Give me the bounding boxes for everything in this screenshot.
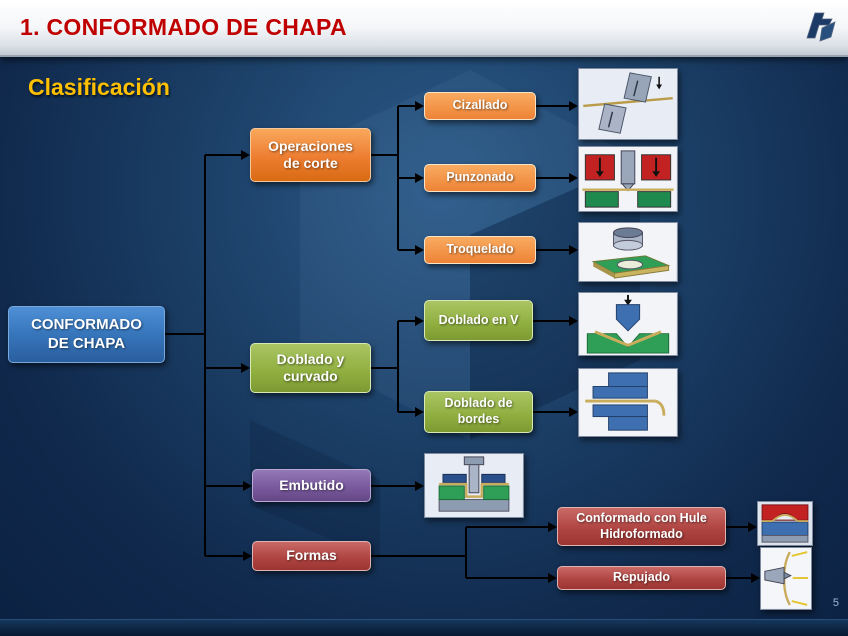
- slide-title: Clasificación: [28, 74, 170, 100]
- troquelado-illustration: [578, 222, 678, 282]
- leaf-repujado: Repujado: [557, 566, 726, 590]
- leaf-label: Doblado en V: [438, 312, 519, 327]
- branch-label: Embutido: [279, 476, 344, 493]
- branch-embutido: Embutido: [252, 469, 371, 502]
- leaf-label: Punzonado: [446, 170, 514, 185]
- branch-label: Doblado y curvado: [276, 350, 345, 385]
- slide-header: 1. CONFORMADO DE CHAPA: [0, 0, 848, 57]
- header-title: 1. CONFORMADO DE CHAPA: [20, 14, 347, 40]
- cizallado-illustration: [578, 68, 678, 140]
- doblado-de-bordes-illustration: [578, 368, 678, 437]
- doblado-en-v-illustration: [578, 292, 678, 356]
- branch-doblado-y-curvado: Doblado y curvado: [250, 343, 371, 393]
- page-number: 5: [832, 597, 839, 609]
- leaf-cizallado: Cizallado: [424, 92, 536, 120]
- leaf-label: Cizallado: [452, 98, 508, 113]
- branch-label: Formas: [286, 547, 337, 564]
- root-label-line2: DE CHAPA: [47, 334, 126, 352]
- branch-label: Operaciones de corte: [268, 137, 353, 172]
- embutido-illustration: [424, 453, 524, 518]
- leaf-troquelado: Troquelado: [424, 236, 536, 264]
- hidroformado-illustration: [757, 501, 813, 546]
- root-node-conformado-de-chapa: CONFORMADO DE CHAPA: [8, 306, 165, 363]
- branch-operaciones-de-corte: Operaciones de corte: [250, 128, 371, 182]
- leaf-label: Conformado con Hule Hidroformado: [576, 510, 707, 541]
- repujado-illustration: [760, 547, 812, 610]
- def-logo-icon: [800, 7, 840, 47]
- branch-formas: Formas: [252, 541, 371, 571]
- leaf-label: Troquelado: [446, 242, 514, 257]
- leaf-doblado-de-bordes: Doblado de bordes: [424, 391, 533, 433]
- leaf-label: Doblado de bordes: [444, 396, 513, 426]
- root-label-line1: CONFORMADO: [31, 315, 142, 333]
- punzonado-illustration: [578, 146, 678, 212]
- leaf-punzonado: Punzonado: [424, 164, 536, 192]
- leaf-label: Repujado: [613, 570, 670, 585]
- leaf-hidroformado: Conformado con Hule Hidroformado: [557, 507, 726, 546]
- leaf-doblado-en-v: Doblado en V: [424, 300, 533, 341]
- footer-bar: [0, 619, 848, 636]
